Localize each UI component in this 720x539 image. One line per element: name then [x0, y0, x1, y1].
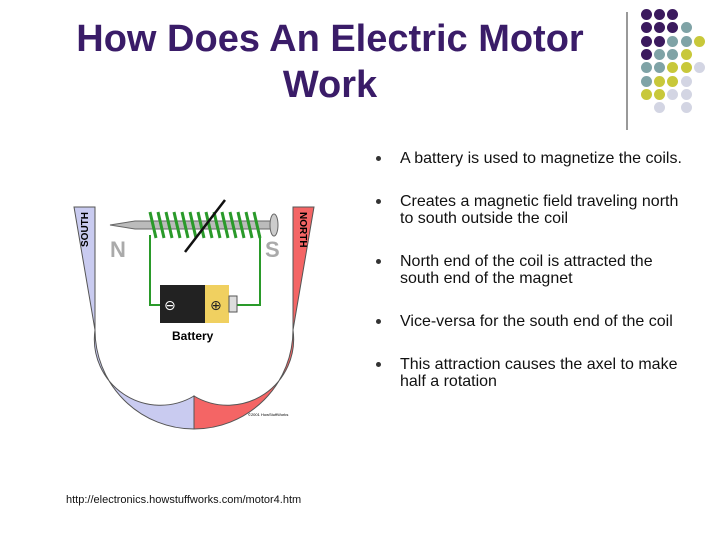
decorative-dot [667, 75, 679, 87]
decorative-dot [680, 75, 692, 87]
coil [148, 211, 262, 239]
bullet-item: North end of the coil is attracted the s… [372, 253, 692, 287]
decorative-divider [626, 12, 628, 130]
svg-text:⊖: ⊖ [164, 298, 176, 314]
north-magnet-pole [193, 206, 315, 430]
north-label: NORTH [297, 212, 308, 248]
decorative-dot [680, 48, 692, 60]
decorative-dot [680, 102, 692, 114]
svg-text:⊕: ⊕ [210, 298, 222, 314]
bullet-item: This attraction causes the axel to make … [372, 356, 692, 390]
bullet-list: A battery is used to magnetize the coils… [372, 150, 692, 416]
decorative-dot [641, 9, 652, 20]
decorative-dot [654, 22, 666, 34]
decorative-dot [654, 102, 666, 114]
electric-motor-diagram: SOUTH NORTH N S ⊖ ⊕ Battery ©2001 HowStu… [73, 199, 315, 430]
decorative-dot [641, 22, 652, 34]
n-label: N [110, 237, 126, 262]
decorative-dot [641, 35, 652, 47]
decorative-dot [693, 35, 705, 47]
decorative-dot [693, 62, 705, 74]
decorative-dot [654, 48, 666, 60]
decorative-dot [641, 75, 652, 87]
bullet-item: A battery is used to magnetize the coils… [372, 150, 692, 167]
decorative-dot [667, 35, 679, 47]
decorative-dot [680, 62, 692, 74]
decorative-dot [641, 62, 652, 74]
decorative-dot [654, 62, 666, 74]
decorative-dot [667, 48, 679, 60]
bullet-item: Vice-versa for the south end of the coil [372, 313, 692, 330]
decorative-dot [667, 22, 679, 34]
copyright: ©2001 HowStuffWorks [248, 412, 288, 417]
decorative-dot [654, 9, 666, 20]
bullet-item: Creates a magnetic field traveling north… [372, 193, 692, 227]
wire [149, 235, 261, 306]
decorative-dot [680, 88, 692, 100]
source-url: http://electronics.howstuffworks.com/mot… [66, 494, 302, 506]
decorative-dot [667, 88, 679, 100]
s-label: S [265, 237, 280, 262]
decorative-dot [654, 88, 666, 100]
battery-label: Battery [172, 329, 214, 343]
decorative-dot [667, 62, 679, 74]
decorative-dot [654, 35, 666, 47]
decorative-dot [641, 88, 652, 100]
south-label: SOUTH [80, 212, 91, 247]
decorative-dot [641, 48, 652, 60]
decorative-dot [667, 9, 679, 20]
battery: ⊖ ⊕ [160, 285, 238, 323]
decorative-dot [654, 75, 666, 87]
decorative-dot [680, 35, 692, 47]
decorative-dot [680, 22, 692, 34]
slide-title: How Does An Electric Motor Work [76, 18, 584, 106]
